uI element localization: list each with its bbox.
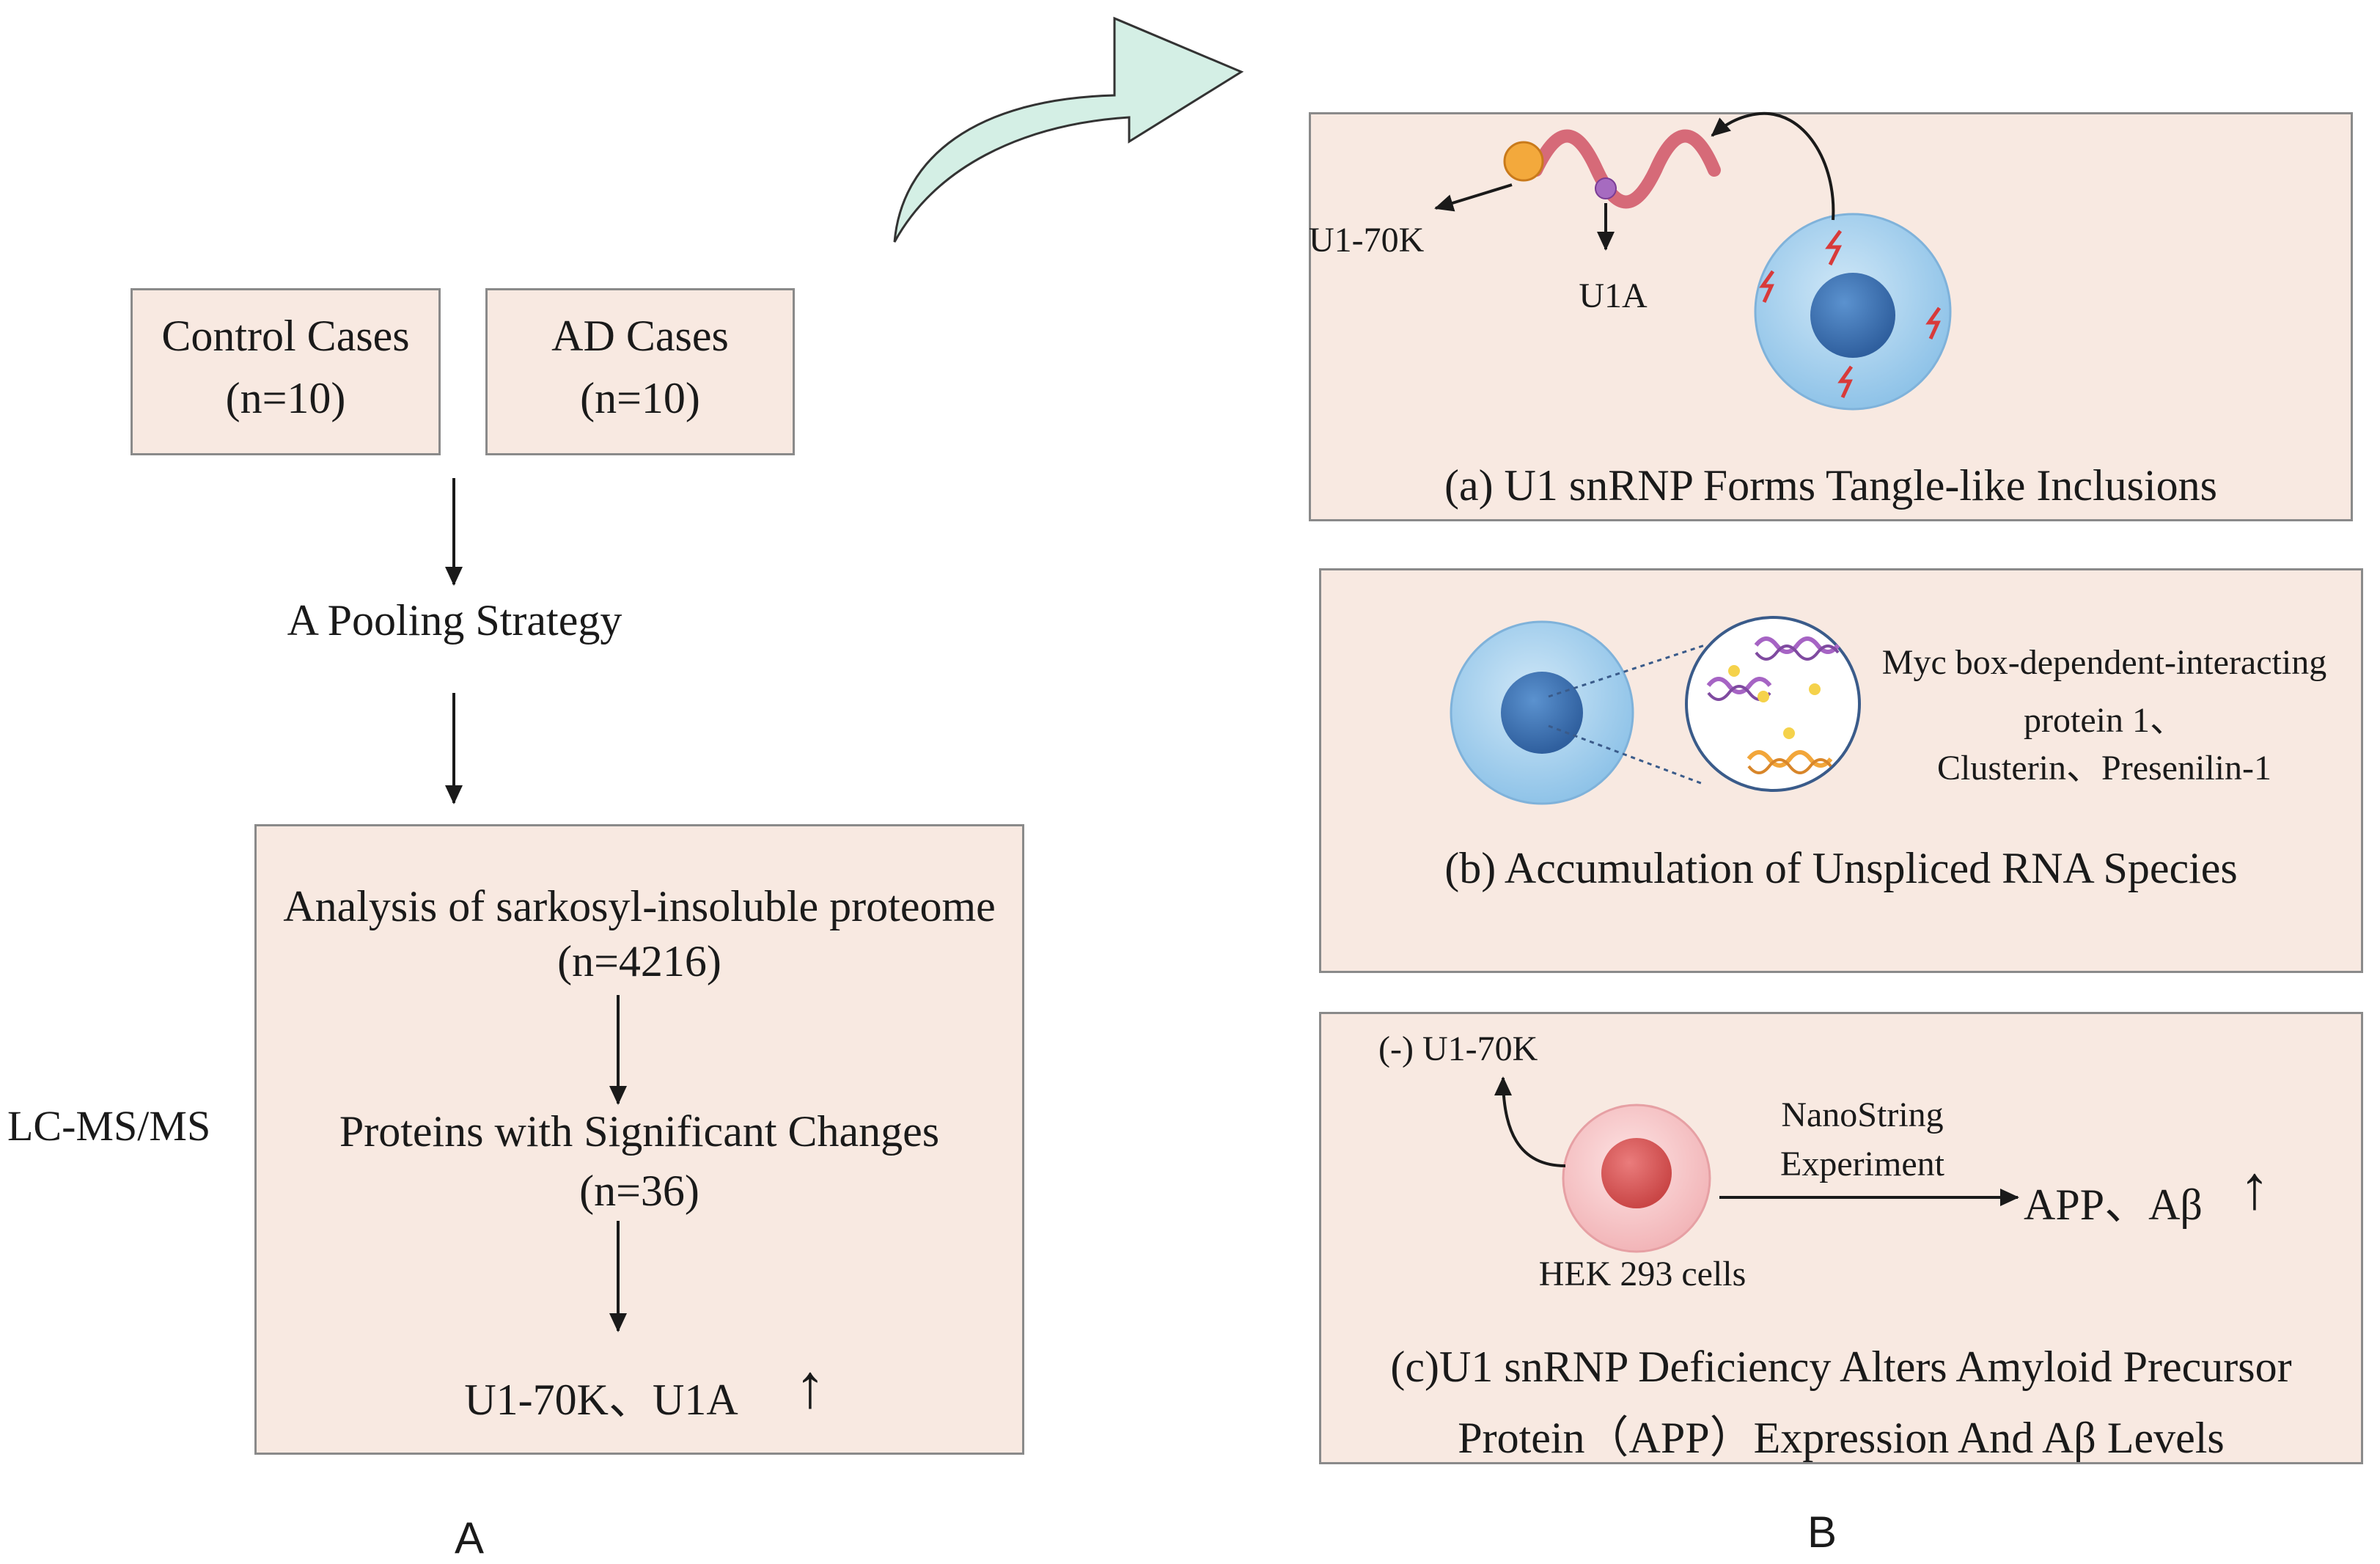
proteome-analysis-title: Analysis of sarkosyl-insoluble proteome — [283, 882, 996, 930]
proteome-analysis-box — [254, 824, 1024, 1455]
tangle-mark-2 — [1759, 270, 1775, 304]
control-cases-title: Control Cases — [161, 312, 410, 360]
arrow-knockdown — [1494, 1076, 1566, 1167]
significant-proteins-n: (n=36) — [579, 1167, 699, 1215]
dot-4 — [1783, 727, 1795, 739]
knockdown-label: (-) U1-70K — [1378, 1029, 1538, 1068]
big-curved-arrow — [893, 16, 1244, 243]
caption-c-line-2: Protein（APP）Expression And Aβ Levels — [1458, 1414, 2225, 1462]
caption-b: (b) Accumulation of Unspliced RNA Specie… — [1444, 844, 2238, 892]
caption-a: (a) U1 snRNP Forms Tangle-like Inclusion… — [1444, 461, 2218, 510]
proteins-line-3: Clusterin、Presenilin-1 — [1937, 749, 2271, 787]
ad-cases-title: AD Cases — [551, 312, 729, 360]
panel-b-box-c — [1319, 1012, 2363, 1464]
arrow-cell-to-rna — [1711, 111, 1835, 221]
ad-cases-n: (n=10) — [580, 374, 700, 422]
method-line-1: NanoString — [1781, 1095, 1944, 1134]
neuron-nucleus — [1810, 273, 1895, 358]
nucleus-b — [1501, 672, 1583, 754]
zoom-line-bottom — [1548, 724, 1705, 786]
u170k-sphere — [1503, 141, 1544, 182]
proteins-line-2: protein 1、 — [2024, 701, 2185, 740]
result-proteins: U1-70K、U1A — [464, 1376, 738, 1424]
dot-2 — [1758, 691, 1769, 702]
u1a-label: U1A — [1579, 276, 1648, 315]
rna-strand-left — [1706, 677, 1772, 694]
rna-strand-bottom-2 — [1747, 758, 1832, 774]
control-cases-box — [131, 288, 441, 455]
tangle-mark-3 — [1925, 306, 1942, 340]
significant-proteins-title: Proteins with Significant Changes — [339, 1107, 940, 1156]
pooling-strategy-label: A Pooling Strategy — [287, 596, 622, 645]
panel-b-label: B — [1807, 1508, 1837, 1557]
method-label: LC-MS/MS — [7, 1102, 211, 1150]
caption-c-line-1: (c)U1 snRNP Deficiency Alters Amyloid Pr… — [1390, 1343, 2292, 1391]
proteome-analysis-n: (n=4216) — [557, 937, 721, 985]
tangle-mark-1 — [1825, 230, 1843, 266]
ad-cases-box — [485, 288, 795, 455]
rna-strand-top — [1754, 636, 1840, 654]
method-line-2: Experiment — [1780, 1145, 1944, 1183]
panel-a-label: A — [454, 1513, 485, 1563]
rna-strand-top-2 — [1755, 645, 1840, 661]
outcome-label: APP、Aβ — [2024, 1181, 2203, 1229]
control-cases-n: (n=10) — [225, 374, 346, 422]
dot-1 — [1728, 665, 1740, 677]
outcome-up-arrow: ↑ — [2239, 1154, 2270, 1222]
u1a-sphere — [1595, 177, 1617, 199]
rna-wave — [1529, 129, 1721, 209]
dot-3 — [1809, 683, 1821, 695]
arrow-to-u170k-label — [1434, 183, 1513, 212]
zoom-line-top — [1548, 644, 1705, 698]
cells-label: HEK 293 cells — [1538, 1255, 1747, 1293]
zoom-circle — [1685, 616, 1861, 792]
result-up-arrow: ↑ — [795, 1353, 826, 1421]
rna-strand-bottom — [1747, 750, 1833, 768]
proteins-line-1: Myc box-dependent-interacting — [1881, 643, 2327, 682]
tangle-mark-4 — [1837, 365, 1854, 399]
u170k-label: U1-70K — [1309, 221, 1425, 260]
hek293-nucleus — [1601, 1138, 1672, 1208]
